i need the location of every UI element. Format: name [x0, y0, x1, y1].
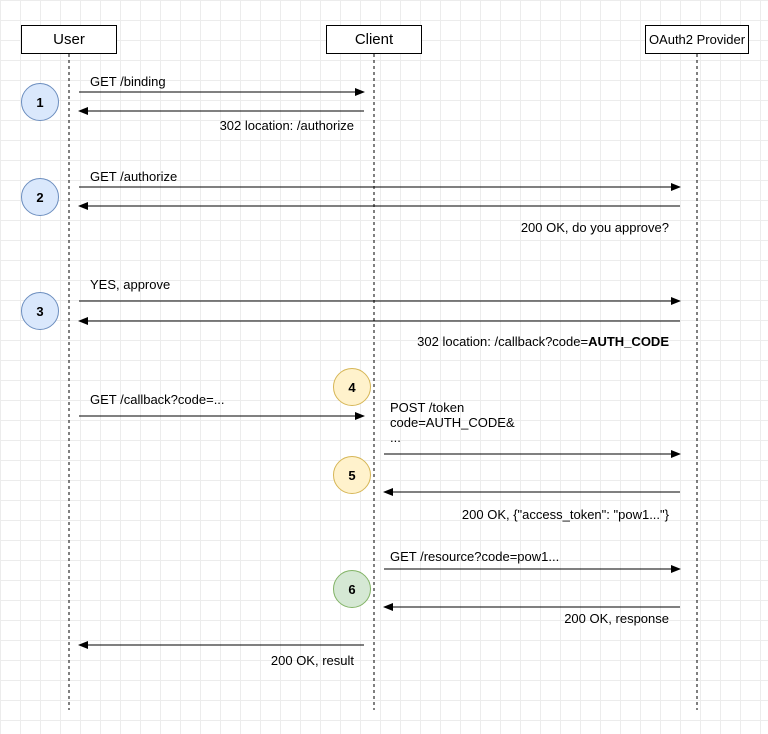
label-redirect-callback-prefix: 302 location: /callback?code=	[417, 334, 589, 349]
step-2-badge: 2	[21, 178, 59, 216]
label-ok-token: 200 OK, {"access_token": "pow1..."}	[461, 507, 669, 522]
label-ok-approve: 200 OK, do you approve?	[520, 220, 669, 235]
actor-user: User	[21, 25, 117, 54]
label-post-token-line2: code=AUTH_CODE&	[390, 415, 515, 430]
label-post-token-line1: POST /token	[390, 400, 465, 415]
label-redirect-authorize: 302 location: /authorize	[219, 118, 354, 133]
step-5-badge: 5	[333, 456, 371, 494]
step-4-badge: 4	[333, 368, 371, 406]
actor-client: Client	[326, 25, 422, 54]
label-get-authorize: GET /authorize	[90, 169, 178, 184]
label-ok-response: 200 OK, response	[564, 611, 669, 626]
label-redirect-callback-code: AUTH_CODE	[588, 334, 669, 349]
step-3-badge: 3	[21, 292, 59, 330]
step-1-badge: 1	[21, 83, 59, 121]
step-6-badge: 6	[333, 570, 371, 608]
actor-oauth2-provider: OAuth2 Provider	[645, 25, 749, 54]
label-get-resource: GET /resource?code=pow1...	[390, 549, 560, 564]
label-yes-approve: YES, approve	[90, 277, 171, 292]
label-post-token-line3: ...	[390, 430, 401, 445]
label-ok-result: 200 OK, result	[270, 653, 354, 668]
label-redirect-callback: 302 location: /callback?code=AUTH_CODE	[417, 334, 669, 349]
label-get-binding: GET /binding	[90, 74, 166, 89]
label-get-callback: GET /callback?code=...	[90, 392, 225, 407]
